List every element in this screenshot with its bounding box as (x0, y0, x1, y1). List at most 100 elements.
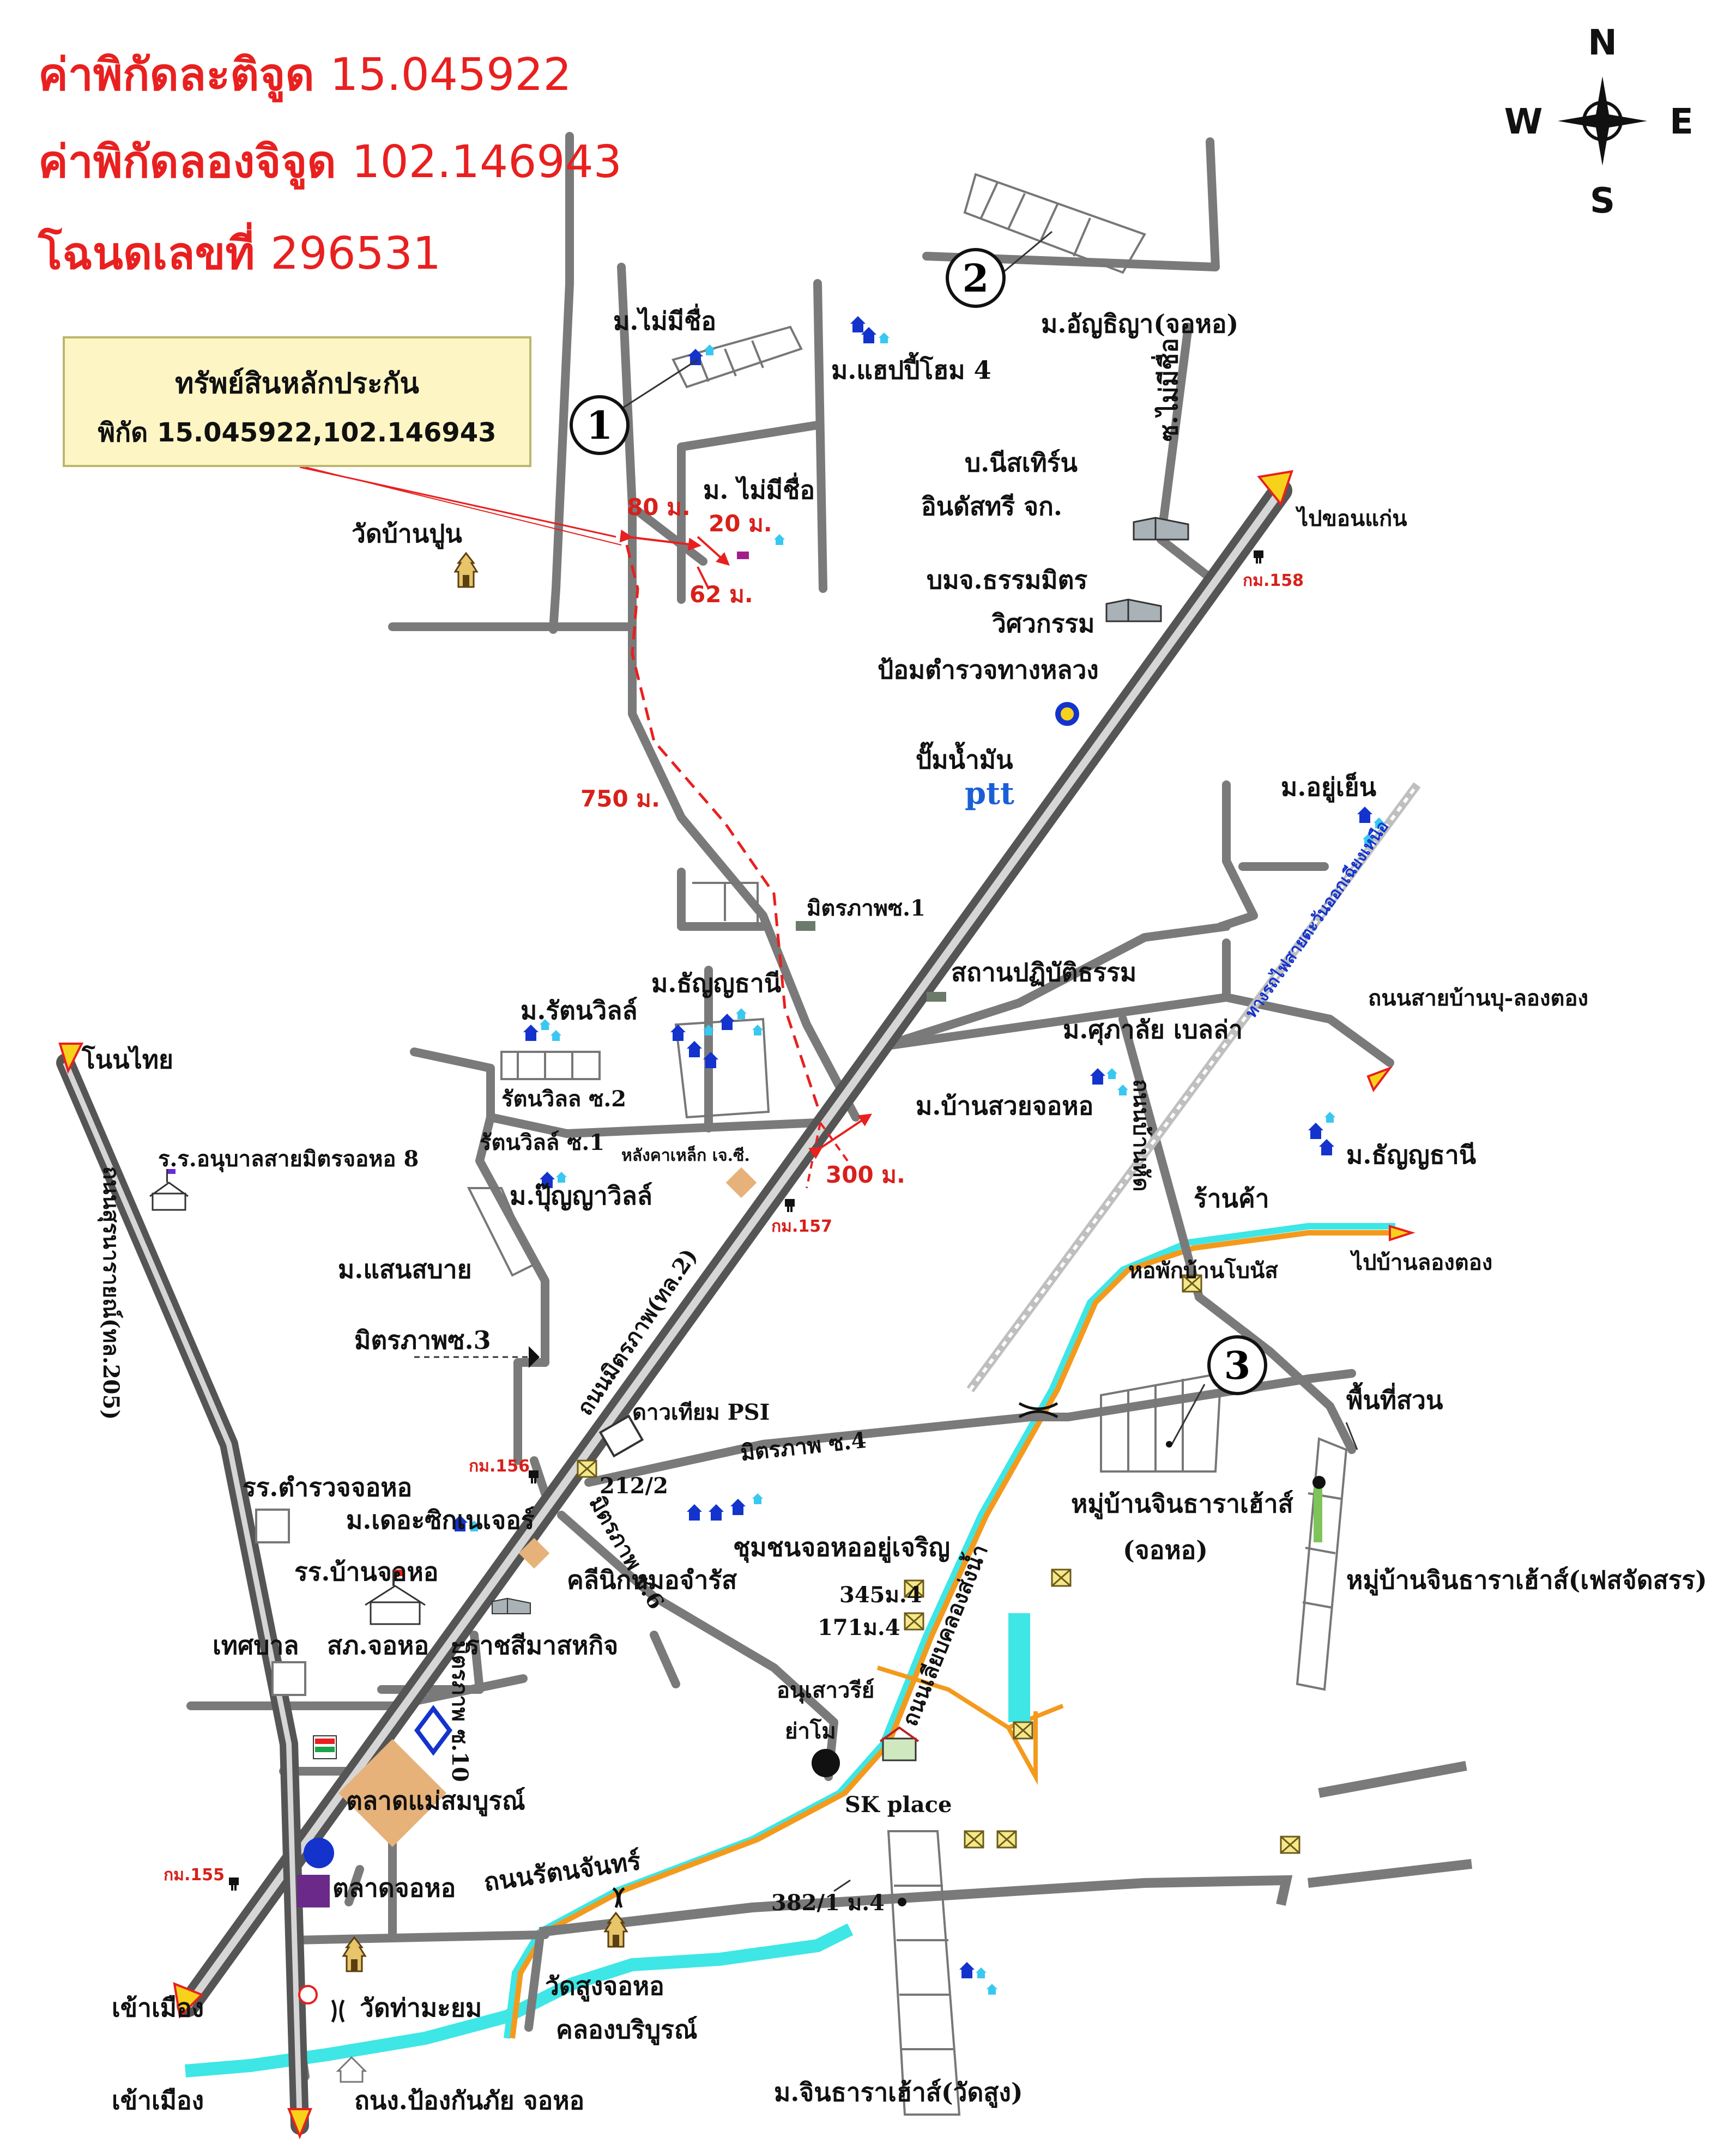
compass-e: E (1669, 102, 1693, 142)
label-to-khon-kaen: ไปขอนแก่น (1295, 506, 1407, 531)
plot-dao-thiam (598, 1414, 644, 1458)
deed-value: 296531 (270, 228, 441, 280)
property-marker[interactable] (737, 552, 749, 559)
marker-2[interactable]: 2 (946, 248, 1006, 308)
house-outline-icon (336, 2056, 367, 2083)
temple-icon (454, 552, 478, 588)
label-market-chor-ho: ตลาดจอหอ (332, 1873, 456, 1903)
sk-place-icon (879, 1726, 920, 1761)
label-garden-area: พื้นที่สวน (1346, 1382, 1443, 1415)
label-police-box: ป้อมตำรวจทางหลวง (878, 655, 1099, 685)
label-saen-sabai: ม.แสนสบาย (338, 1255, 472, 1284)
distance-62: 62 ม. (689, 581, 753, 608)
label-happy-home: ม.แฮปปี้โฮม 4 (831, 352, 991, 385)
label-monument-1: อนุเสาวรีย์ (777, 1677, 874, 1704)
deed-line: โฉนดเลขที่ 296531 (38, 218, 441, 289)
deed-label: โฉนดเลขที่ (38, 228, 255, 280)
label-mittraphap-s4: มิตรภาพ ซ.4 (739, 1427, 868, 1466)
canal-road-orange (510, 1230, 1395, 2039)
subdivision-grids (467, 173, 1348, 2116)
distance-750: 750 ม. (580, 785, 660, 812)
km-156: กม.156 (469, 1457, 530, 1476)
plot-steel (725, 1167, 757, 1198)
compass-s: S (1590, 181, 1615, 221)
label-mai-mi-chue-1: ม.ไม่มีชื่อ (613, 304, 716, 336)
collateral-title: ทรัพย์สินหลักประกัน (175, 367, 419, 400)
label-community: ชุมชนจอหออยู่เจริญ (733, 1533, 950, 1563)
compass-n: N (1588, 23, 1617, 63)
label-market-mae: ตลาดแม่สมบูรณ์ (346, 1786, 525, 1816)
label-wat-ban-pun: วัดบ้านปูน (352, 519, 462, 549)
label-the-sixth: ม.เดอะซิกเนเจอร์ (346, 1505, 535, 1535)
marker-1[interactable]: 1 (570, 395, 630, 455)
label-northern-2: อินดัสทรี จก. (921, 492, 1062, 521)
label-punyawilla: ม.ปุ๊ญญาวิลล์ (510, 1181, 652, 1212)
bank-icon-2 (297, 1838, 334, 1907)
label-addr-345: 345ม.4 (839, 1582, 922, 1608)
plot-municipality (271, 1661, 306, 1696)
label-to-ban-long-tong: ไปบ้านลองตอง (1350, 1250, 1492, 1275)
label-addr-382: 382/1 ม.4 (771, 1890, 885, 1916)
monument-icon (812, 1749, 840, 1777)
label-dorm-bonus: หอพักบ้านโบนัส (1128, 1258, 1278, 1283)
label-monument-2: ย่าโม (785, 1718, 836, 1744)
label-rattanawilla-s2: รัตนวิลล ซ.2 (501, 1086, 626, 1112)
label-mittraphap-s6: มิตรภาพ ซ.6 (584, 1492, 669, 1614)
latitude-label: ค่าพิกัดละติจูด (38, 49, 314, 101)
bridge-icons (331, 1402, 1058, 2023)
label-anchiya: ม.อัญธิญา(จอหอ) (1041, 309, 1238, 338)
label-rattanawilla-s1: รัตนวิลล์ ซ.1 (480, 1130, 604, 1155)
small-building-icons (796, 921, 946, 1002)
plot-school (255, 1509, 290, 1543)
road-rattanachan-line (539, 1761, 1473, 1937)
label-canal: คลองบริบูรณ์ (556, 2015, 698, 2045)
km-158: กม.158 (1243, 571, 1304, 590)
compass-w: W (1504, 102, 1543, 142)
label-addr-171: 171ม.4 (818, 1615, 900, 1640)
label-ban-suai: ม.บ้านสวยจอหอ (916, 1091, 1093, 1121)
label-wat-tha-ma-yom: วัดท่ามะยม (360, 1993, 482, 2022)
label-canal-road: ถนนเลียบคลองส่งน้ำ (894, 1540, 993, 1730)
red-cross-icon (298, 1985, 318, 2004)
label-into-city-1: เข้าเมือง (112, 1993, 204, 2022)
marker-2-label: 2 (963, 256, 989, 301)
label-school-chor-ho: รร.บ้านจอหอ (294, 1557, 438, 1586)
label-chintara-1: หมู่บ้านจินธาราเฮ้าส์ (1071, 1489, 1294, 1519)
label-sukalai: ม.ศุภาลัย เบลล่า (1063, 1015, 1243, 1045)
house-icons (452, 316, 1384, 1995)
km-157: กม.157 (771, 1217, 832, 1236)
label-thammamit-2: วิศวกรรม (991, 609, 1095, 638)
railway-line (966, 782, 1421, 1392)
km-155: กม.155 (164, 1866, 225, 1885)
garden-area-strip (1314, 1482, 1322, 1542)
label-clinic: คลีนิกหมอจำรัส (567, 1565, 737, 1595)
distance-20: 20 ม. (709, 510, 772, 537)
garden-dot (1312, 1476, 1326, 1489)
label-thanon-ban-hat: ถนนบ้านหัด (1128, 1079, 1154, 1191)
marker-3-label: 3 (1224, 1343, 1251, 1388)
label-mai-mi-chue-2: ม. ไม่มีชื่อ (703, 473, 815, 505)
label-thammamit-1: บมจ.ธรรมมิตร (927, 565, 1087, 595)
label-disaster: ถนง.ป้องกันภัย จอหอ (354, 2086, 584, 2115)
pond (1008, 1613, 1030, 1722)
school-icon (365, 1570, 426, 1625)
label-mittraphap-s3: มิตรภาพซ.3 (354, 1325, 491, 1355)
factory-icon-3 (491, 1597, 531, 1615)
label-police-station: สภ.จอหอ (327, 1631, 429, 1660)
label-thanyathani-1: ม.ธัญญธานี (651, 968, 782, 998)
label-chintara-2: หมู่บ้านจินธาราเฮ้าส์(เฟสจัดสรร) (1346, 1565, 1707, 1596)
marker-3[interactable]: 3 (1207, 1335, 1267, 1395)
label-road-surathan: ถนนสุรนารายณ์(ทล.205) (97, 1166, 124, 1420)
route-dashed-line (625, 544, 819, 1107)
label-rattanawilla: ม.รัตนวิลล์ (521, 996, 638, 1025)
collateral-info-box: ทรัพย์สินหลักประกัน พิกัด 15.045922,102.… (63, 336, 531, 467)
label-mittraphap-s1: มิตรภาพซ.1 (807, 895, 925, 921)
label-gas-station: ปั๊มน้ำมัน (916, 741, 1013, 774)
factory-icon-2 (1105, 598, 1162, 622)
seven-eleven-icon (313, 1735, 337, 1759)
label-rachasima: ราชสีมาสหกิจ (466, 1631, 618, 1660)
latitude-value: 15.045922 (330, 49, 572, 101)
direction-arrows (58, 470, 1415, 2140)
label-into-city-2: เข้าเมือง (112, 2086, 204, 2115)
